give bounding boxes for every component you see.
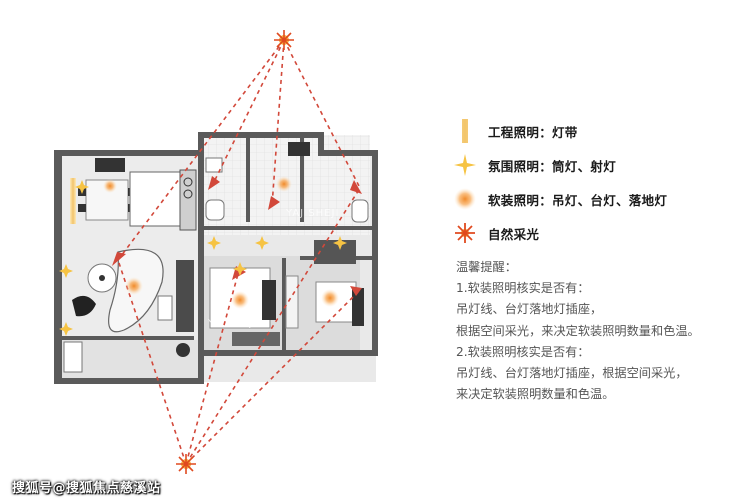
sunburst-top (274, 30, 294, 50)
sunlight-rays (117, 39, 361, 465)
tips-title: 温馨提醒： (456, 260, 517, 274)
legend-item-star: 氛围照明：筒灯、射灯 (452, 150, 732, 180)
legend: 工程照明：灯带 氛围照明：筒灯、射灯 软装照明：吊灯、台灯、落地灯 自然采光 (452, 116, 732, 252)
ambient-stars (59, 180, 347, 336)
source-watermark: 搜狐号@搜狐焦点慈溪站 (12, 481, 161, 496)
sunburst-icon (452, 220, 478, 246)
light-strip-icon (452, 118, 478, 144)
legend-label-glow: 软装照明：吊灯、台灯、落地灯 (488, 192, 668, 208)
tips-block: 温馨提醒： 1.软装照明核实是否有： 吊灯线、台灯落地灯插座， 根据空间采光，来… (456, 257, 736, 405)
four-point-star-icon (452, 152, 478, 178)
ray-arrowheads (112, 176, 362, 296)
tips-line: 2.软装照明核实是否有： (456, 344, 590, 359)
legend-label-strip: 工程照明：灯带 (488, 124, 578, 140)
legend-item-strip: 工程照明：灯带 (452, 116, 732, 146)
tips-line: 1.软装照明核实是否有： (456, 281, 590, 296)
tips-line: 根据空间采光，来决定软装照明数量和色温。 (456, 323, 700, 338)
sunburst-bottom (176, 454, 196, 474)
legend-label-star: 氛围照明：筒灯、射灯 (488, 158, 617, 174)
tips-line: 来决定软装照明数量和色温。 (456, 387, 615, 402)
legend-label-sun: 自然采光 (488, 226, 540, 242)
light-strips (70, 178, 76, 224)
tips-line: 吊灯线、台灯落地灯插座， (456, 302, 603, 317)
legend-item-glow: 软装照明：吊灯、台灯、落地灯 (452, 184, 732, 214)
plan-watermark-1: YAJ SHEJI (286, 208, 340, 219)
plan-watermark-2: YA SHEJ (208, 318, 254, 329)
glow-dots (103, 176, 339, 309)
glow-dot-icon (452, 186, 478, 212)
legend-item-sun: 自然采光 (452, 218, 732, 248)
tips-line: 吊灯线、台灯落地灯插座，根据空间采光， (456, 366, 688, 381)
